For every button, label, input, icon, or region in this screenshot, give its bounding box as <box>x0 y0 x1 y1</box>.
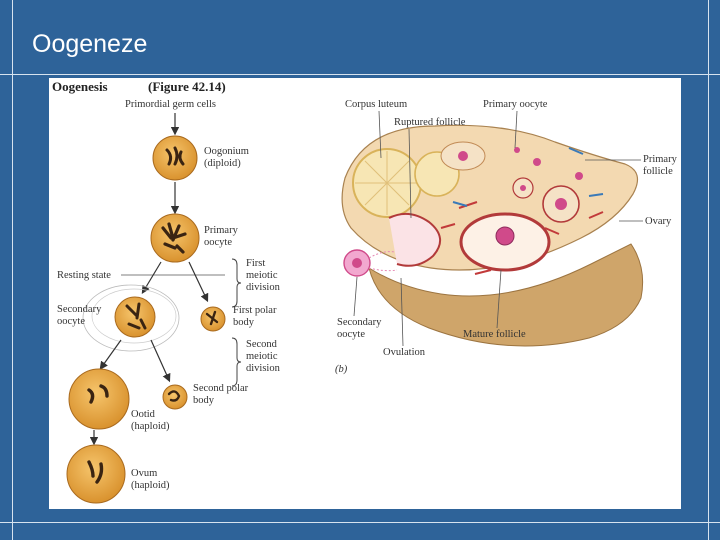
label-secondary: Secondary <box>57 304 102 315</box>
slide-title: Oogeneze <box>32 30 148 58</box>
label-mature-follicle: Mature follicle <box>463 329 526 340</box>
label-first-polar-body: First polar <box>233 305 277 316</box>
label-second-polar-body: Second polar <box>193 383 249 394</box>
label-first-meiotic: meiotic <box>246 270 278 281</box>
label-second-meiotic: meiotic <box>246 351 278 362</box>
lead-ovulation <box>400 277 404 347</box>
label-primary-follicle: Primary <box>643 154 678 165</box>
label-ovum-ploidy: (haploid) <box>131 480 170 491</box>
oogonium-cell <box>152 135 198 181</box>
label-panel-b: (b) <box>335 364 348 375</box>
second-polar-body <box>162 384 188 410</box>
label-first-division: division <box>246 282 281 293</box>
ovary-illustration <box>341 124 644 347</box>
label-corpus-luteum: Corpus luteum <box>345 99 407 110</box>
arrow-to-secondary-oocyte <box>141 261 162 295</box>
bracket-second-division <box>231 337 242 387</box>
label-primary: Primary <box>204 225 239 236</box>
primary-oocyte-cell <box>150 213 200 263</box>
label-primary-follicle-2: follicle <box>643 166 673 177</box>
title-divider <box>0 74 720 75</box>
label-secondary-oocyte-ovary: Secondary <box>337 317 382 328</box>
lead-secondary-oocyte <box>353 276 358 317</box>
oogenesis-heading: Oogenesis <box>52 79 108 94</box>
label-secondary-oocyte-ovary-2: oocyte <box>337 329 365 340</box>
lead-primary-oocyte <box>514 110 518 149</box>
arrow-to-second-polar-body <box>150 339 171 383</box>
frame-left-line <box>12 0 13 540</box>
oogenesis-figure: Oogenesis (Figure 42.14) Primordial germ… <box>49 78 681 509</box>
lead-corpus-luteum <box>378 110 382 159</box>
ootid-cell <box>68 368 130 430</box>
lead-ruptured-follicle <box>408 128 412 219</box>
label-second-polar-body-2: body <box>193 395 215 406</box>
label-ovulation: Ovulation <box>383 347 426 358</box>
label-secondary-oocyte: oocyte <box>57 316 85 327</box>
label-second: Second <box>246 339 278 350</box>
label-ootid-ploidy: (haploid) <box>131 421 170 432</box>
figure-reference: (Figure 42.14) <box>148 79 226 94</box>
label-oogonium: Oogonium <box>204 146 249 157</box>
label-ovary: Ovary <box>645 216 672 227</box>
label-ruptured-follicle: Ruptured follicle <box>394 117 466 128</box>
label-resting-state: Resting state <box>57 270 111 281</box>
arrow-to-first-polar-body <box>188 261 209 303</box>
label-oogonium-ploidy: (diploid) <box>204 158 241 169</box>
ovum-cell <box>66 444 126 504</box>
bracket-first-division <box>231 258 242 308</box>
label-primordial-germ-cells: Primordial germ cells <box>125 99 216 110</box>
first-polar-body <box>200 306 226 332</box>
label-first: First <box>246 258 265 269</box>
lead-mature-follicle <box>496 269 502 329</box>
frame-bottom-line <box>0 522 720 523</box>
label-ootid: Ootid <box>131 409 156 420</box>
oogenesis-diagram: Oogenesis (Figure 42.14) Primordial germ… <box>52 79 678 504</box>
label-primary-oocyte: oocyte <box>204 237 232 248</box>
arrow-to-ootid <box>99 339 122 370</box>
frame-right-line <box>708 0 709 540</box>
label-first-polar-body-2: body <box>233 317 255 328</box>
secondary-oocyte-cell <box>82 284 180 352</box>
label-second-division: division <box>246 363 281 374</box>
label-ovum: Ovum <box>131 468 157 479</box>
label-primary-oocyte-ovary: Primary oocyte <box>483 99 548 110</box>
